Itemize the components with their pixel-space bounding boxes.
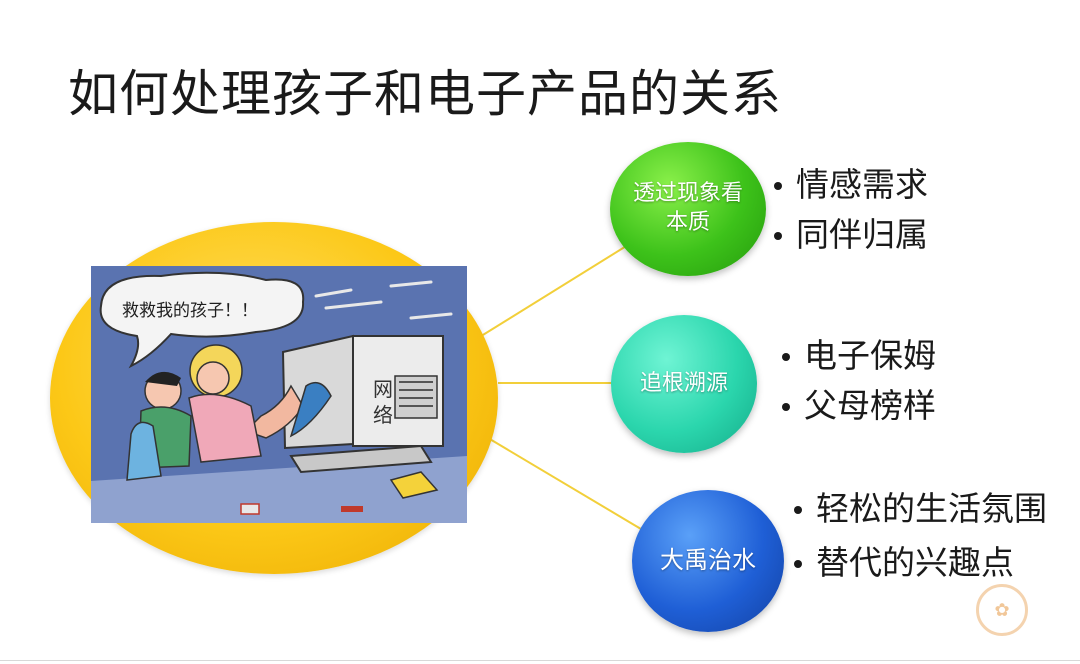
cartoon-mother [188, 344, 262, 463]
node-circle-2: 追根溯源 [611, 315, 757, 453]
connector-line-1 [477, 239, 637, 339]
bullet-list-1: 情感需求 同伴归属 [770, 160, 928, 260]
watermark-logo: ✿ [976, 584, 1028, 636]
bullet-list-3: 轻松的生活氛围 替代的兴趣点 [790, 489, 1060, 597]
divider [0, 660, 1080, 661]
bullet-item: 情感需求 [770, 160, 928, 210]
monitor-text-char: 网 [373, 377, 393, 401]
bullet-item: 电子保姆 [778, 331, 936, 381]
bullet-item: 替代的兴趣点 [790, 543, 1060, 583]
node-circle-1: 透过现象看本质 [610, 142, 766, 276]
node-circle-3: 大禹治水 [632, 490, 784, 632]
connector-line-3 [477, 431, 647, 533]
bullet-item: 父母榜样 [778, 381, 936, 431]
bullet-item: 轻松的生活氛围 [790, 489, 1060, 529]
node-label-3: 大禹治水 [660, 546, 756, 575]
speech-bubble-text: 救救我的孩子！！ [122, 301, 258, 321]
bullet-item: 同伴归属 [770, 210, 928, 260]
node-label-2: 追根溯源 [639, 370, 728, 396]
computer-monitor [281, 334, 444, 474]
speech-bubble [99, 271, 305, 369]
slide-title: 如何处理孩子和电子产品的关系 [68, 65, 782, 123]
cartoon-image: 网络 [91, 266, 467, 523]
node-label-1: 透过现象看本质 [632, 181, 743, 235]
bullet-list-2: 电子保姆 父母榜样 [778, 331, 936, 431]
monitor-text-char: 络 [373, 403, 393, 427]
